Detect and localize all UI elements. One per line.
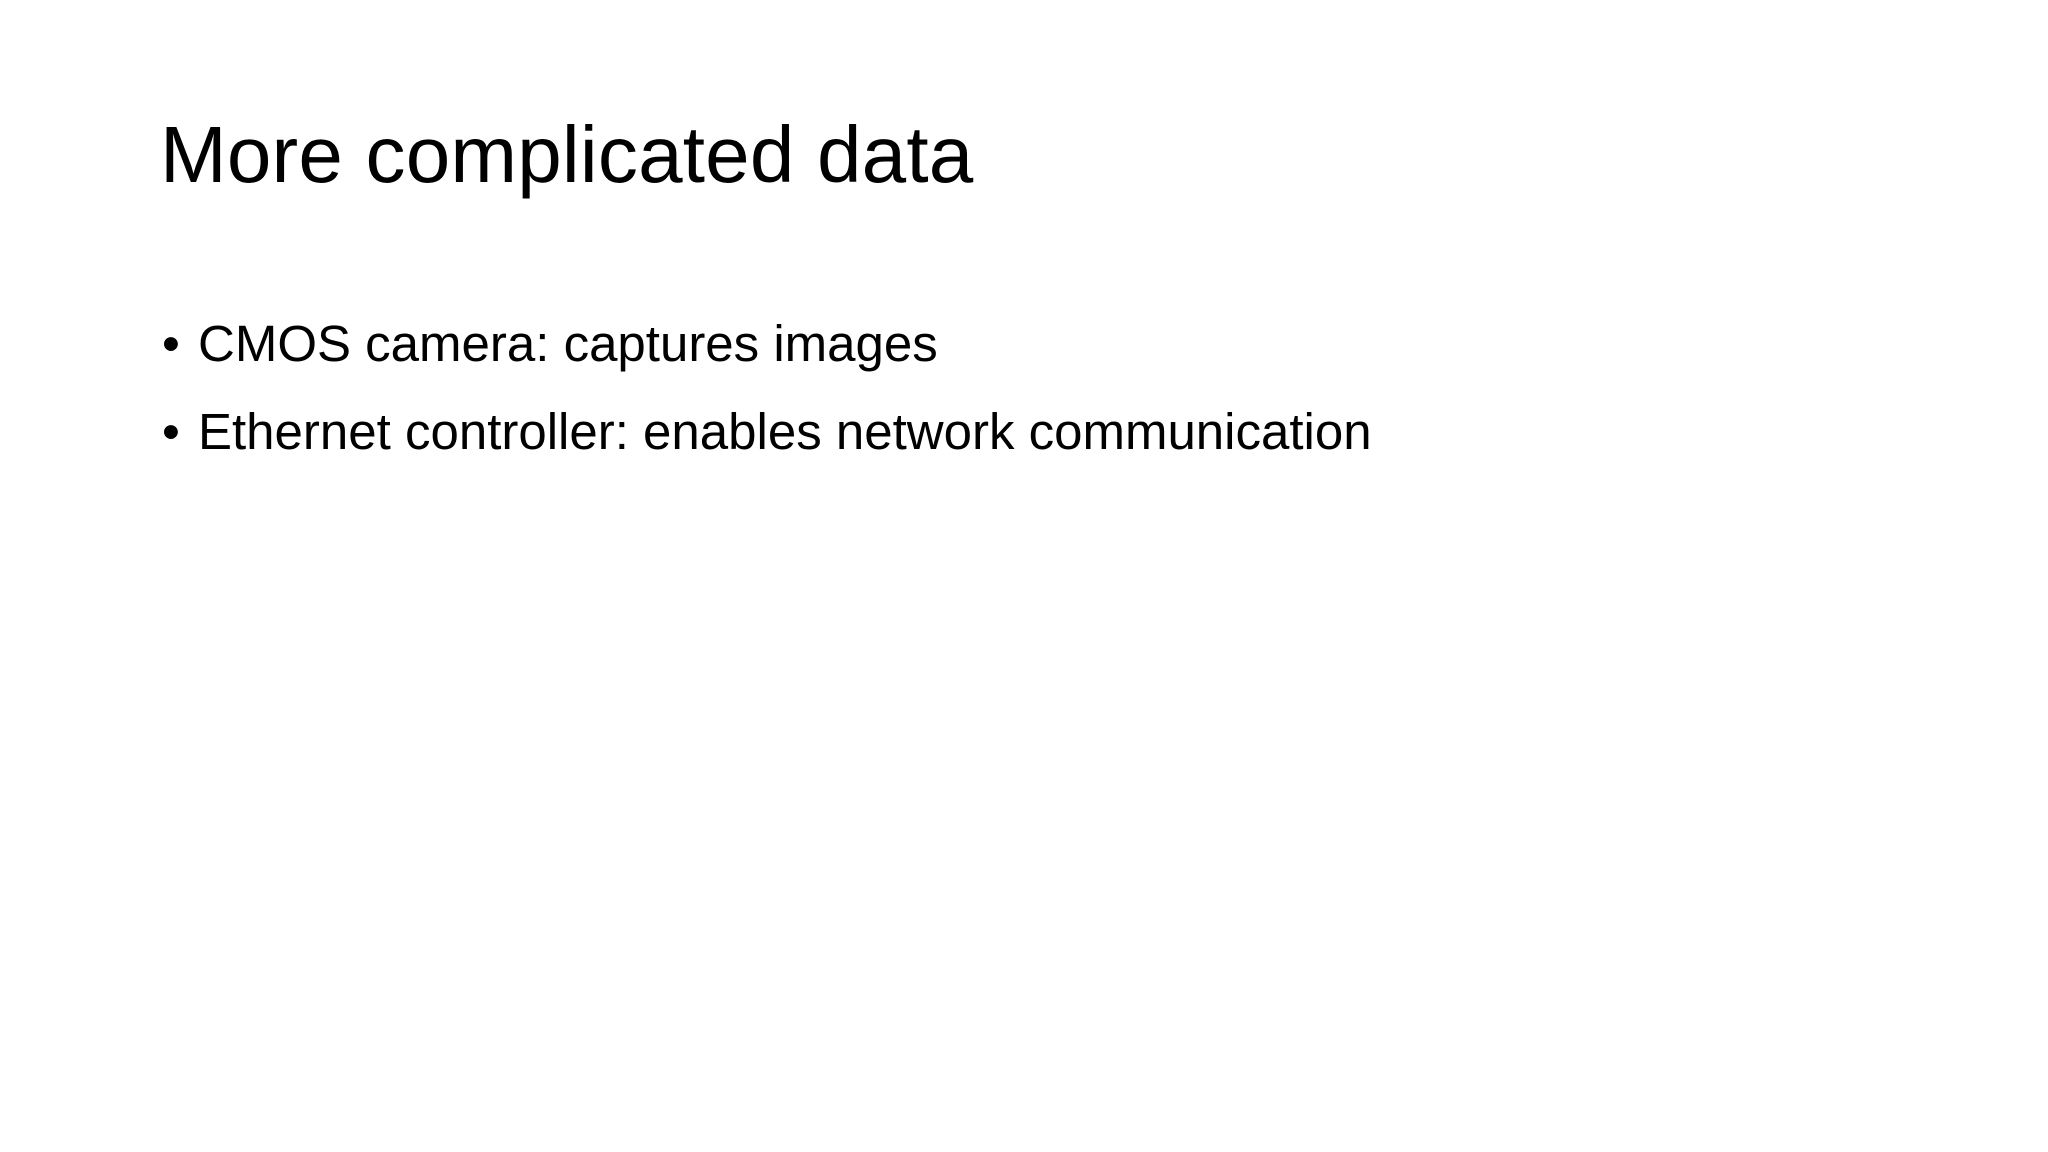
list-item-label: CMOS camera: captures images (198, 315, 938, 372)
bullet-point-icon: • (162, 403, 180, 460)
body-placeholder: • CMOS camera: captures images • Etherne… (160, 300, 1920, 476)
page-title: More complicated data (160, 110, 974, 199)
bullet-list: • CMOS camera: captures images • Etherne… (160, 300, 1920, 476)
list-item-label: Ethernet controller: enables network com… (198, 403, 1372, 460)
list-item: • CMOS camera: captures images (160, 300, 1920, 388)
bullet-point-icon: • (162, 315, 180, 372)
list-item: • Ethernet controller: enables network c… (160, 388, 1920, 476)
